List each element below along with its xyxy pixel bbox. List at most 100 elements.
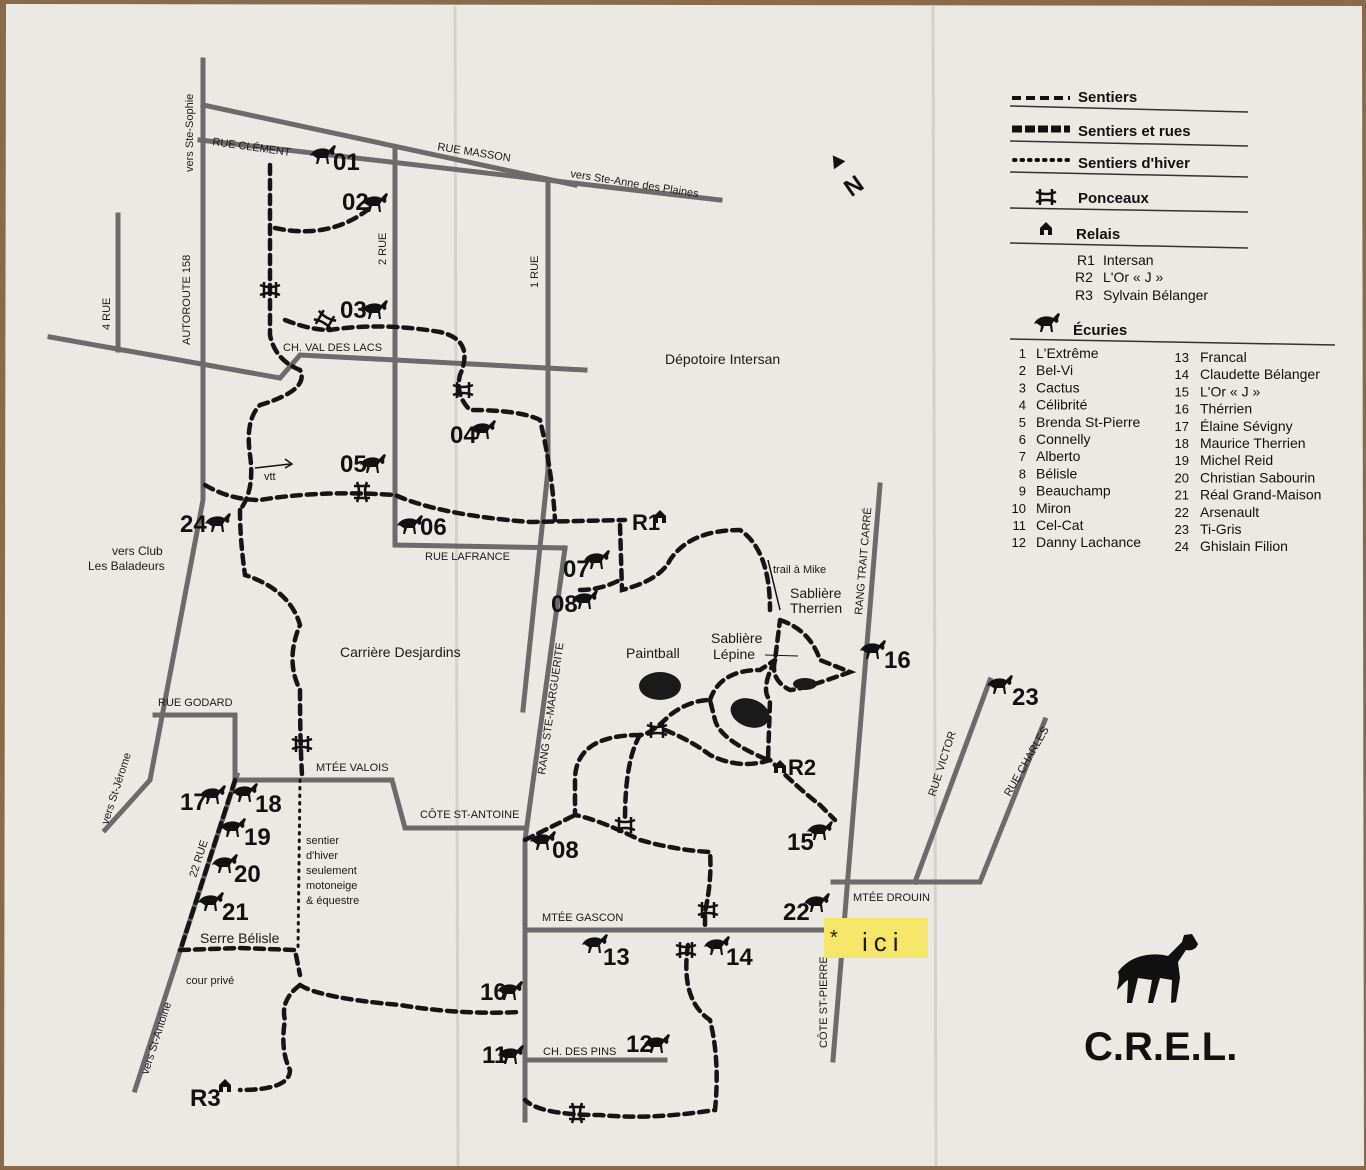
ecurie-name: Réal Grand-Maison bbox=[1200, 487, 1321, 503]
road-label-cote-st-pierre: CÔTE ST-PIERRE bbox=[817, 956, 830, 1048]
road-label-2-rue: 2 RUE bbox=[377, 233, 389, 265]
ecurie-number: 11 bbox=[1013, 518, 1027, 533]
ecurie-name: Cactus bbox=[1036, 379, 1080, 395]
ecurie-number: 2 bbox=[1019, 363, 1026, 378]
ecurie-number: 17 bbox=[1175, 419, 1189, 434]
place-paintball: Paintball bbox=[626, 645, 680, 661]
road-label-mtee-valois: MTÉE VALOIS bbox=[316, 761, 389, 774]
marker-16: 16 bbox=[884, 647, 911, 674]
ici-highlight bbox=[824, 918, 928, 958]
marker-15: 15 bbox=[787, 829, 814, 856]
ecurie-name: Danny Lachance bbox=[1036, 534, 1141, 550]
road-label-vers-ste-sophie: vers Ste-Sophie bbox=[184, 94, 196, 172]
ecurie-name: Bélisle bbox=[1036, 465, 1077, 481]
road-label-rue-lafrance: RUE LAFRANCE bbox=[425, 551, 510, 563]
horse-icon bbox=[1117, 934, 1198, 1003]
trail-mike-arrow bbox=[767, 559, 781, 611]
ecurie-number: 18 bbox=[1175, 436, 1189, 451]
ecurie-name: Alberto bbox=[1036, 448, 1081, 464]
ecurie-name: Beauchamp bbox=[1036, 483, 1111, 499]
sabliere-lepine-blob bbox=[730, 698, 770, 728]
legend-sentiers-rues: Sentiers et rues bbox=[1078, 123, 1191, 140]
ecurie-number: 15 bbox=[1175, 384, 1189, 399]
ecurie-number: 16 bbox=[1175, 402, 1189, 417]
marker-08-north: 08 bbox=[551, 591, 578, 618]
road-label-ch-des-pins: CH. DES PINS bbox=[543, 1046, 616, 1058]
ecurie-name: Christian Sabourin bbox=[1200, 469, 1315, 485]
legend-relais: Relais bbox=[1076, 226, 1120, 243]
svg-text:*: * bbox=[830, 927, 838, 949]
place-cour-prive: cour privé bbox=[186, 975, 234, 987]
place-depotoire-intersan: Dépotoire Intersan bbox=[665, 351, 780, 367]
marker-r3: R3 bbox=[190, 1085, 221, 1112]
trails bbox=[177, 162, 857, 1119]
stable-markers: 01 02 03 04 05 06 R1 07 08 24 16 23 R2 1… bbox=[180, 145, 1039, 1112]
ecurie-number: 9 bbox=[1019, 484, 1026, 499]
marker-14: 14 bbox=[726, 944, 753, 971]
ecurie-name: Francal bbox=[1200, 349, 1247, 365]
ecurie-number: 21 bbox=[1175, 488, 1189, 503]
legend-ponceaux: Ponceaux bbox=[1078, 190, 1150, 207]
ecurie-name: L'Or « J » bbox=[1200, 383, 1260, 399]
relais-r1-name: Intersan bbox=[1103, 252, 1154, 268]
marker-19: 19 bbox=[244, 824, 271, 851]
crel-logo: C.R.E.L. bbox=[1084, 934, 1237, 1069]
marker-06: 06 bbox=[420, 514, 447, 541]
place-sabliere-lepine-2: Lépine bbox=[713, 646, 755, 662]
crel-logo-text: C.R.E.L. bbox=[1084, 1025, 1237, 1069]
ecurie-number: 8 bbox=[1019, 466, 1026, 481]
road-label-cote-st-antoine: CÔTE ST-ANTOINE bbox=[420, 808, 519, 821]
label-vers-club: vers Club bbox=[112, 544, 163, 558]
winter-note-4: motoneige bbox=[306, 880, 357, 892]
road-label-4-rue: 4 RUE bbox=[101, 298, 113, 330]
ecurie-name: Élaine Sévigny bbox=[1200, 418, 1293, 434]
marker-22: 22 bbox=[783, 899, 810, 926]
ecurie-number: 22 bbox=[1175, 505, 1189, 520]
road-label-autoroute-158: AUTOROUTE 158 bbox=[181, 255, 193, 345]
road-label-mtee-drouin: MTÉE DROUIN bbox=[853, 891, 930, 904]
marker-21: 21 bbox=[222, 899, 249, 926]
marker-13: 13 bbox=[603, 944, 630, 971]
marker-08-south: 08 bbox=[552, 837, 579, 864]
marker-20: 20 bbox=[234, 861, 261, 888]
ecurie-name: L'Extrême bbox=[1036, 345, 1099, 361]
ecurie-name: Brenda St-Pierre bbox=[1036, 414, 1140, 430]
winter-note-1: sentier bbox=[306, 835, 339, 847]
ecurie-name: Miron bbox=[1036, 500, 1071, 516]
legend: Sentiers Sentiers et rues Sentiers d'hiv… bbox=[1009, 89, 1336, 346]
ecurie-name: Bel-Vi bbox=[1036, 362, 1073, 378]
ecurie-number: 13 bbox=[1175, 350, 1189, 365]
relais-r3-name: Sylvain Bélanger bbox=[1103, 287, 1208, 303]
marker-23: 23 bbox=[1012, 684, 1039, 711]
ecurie-name: Claudette Bélanger bbox=[1200, 366, 1320, 382]
marker-04: 04 bbox=[450, 422, 477, 449]
winter-note-2: d'hiver bbox=[306, 850, 338, 862]
relais-r3-code: R3 bbox=[1075, 287, 1093, 303]
winter-note-3: seulement bbox=[306, 865, 357, 877]
ecurie-name: Maurice Therrien bbox=[1200, 435, 1306, 451]
marker-07: 07 bbox=[563, 556, 590, 583]
ecurie-number: 1 bbox=[1019, 346, 1026, 361]
legend-ecuries: Écuries bbox=[1073, 322, 1127, 339]
ecurie-number: 4 bbox=[1019, 398, 1026, 413]
marker-01: 01 bbox=[333, 149, 360, 176]
ecurie-number: 19 bbox=[1175, 453, 1189, 468]
marker-r2: R2 bbox=[788, 755, 816, 780]
ecurie-number: 20 bbox=[1175, 470, 1189, 485]
road-label-ch-val-des-lacs: CH. VAL DES LACS bbox=[283, 342, 382, 354]
ecurie-number: 10 bbox=[1012, 501, 1026, 516]
legend-sentiers: Sentiers bbox=[1078, 89, 1137, 106]
ecurie-name: Connelly bbox=[1036, 431, 1090, 447]
ecurie-name: Ti-Gris bbox=[1200, 521, 1241, 537]
ecurie-number: 14 bbox=[1175, 367, 1189, 382]
marker-24: 24 bbox=[180, 511, 207, 538]
paintball-blob bbox=[639, 672, 681, 700]
marker-18: 18 bbox=[255, 791, 282, 818]
legend-sentiers-hiver: Sentiers d'hiver bbox=[1078, 155, 1190, 172]
place-vtt: vtt bbox=[264, 471, 276, 483]
ecurie-name: Michel Reid bbox=[1200, 452, 1273, 468]
relais-r2-code: R2 bbox=[1075, 269, 1093, 285]
ecurie-number: 24 bbox=[1175, 539, 1189, 554]
